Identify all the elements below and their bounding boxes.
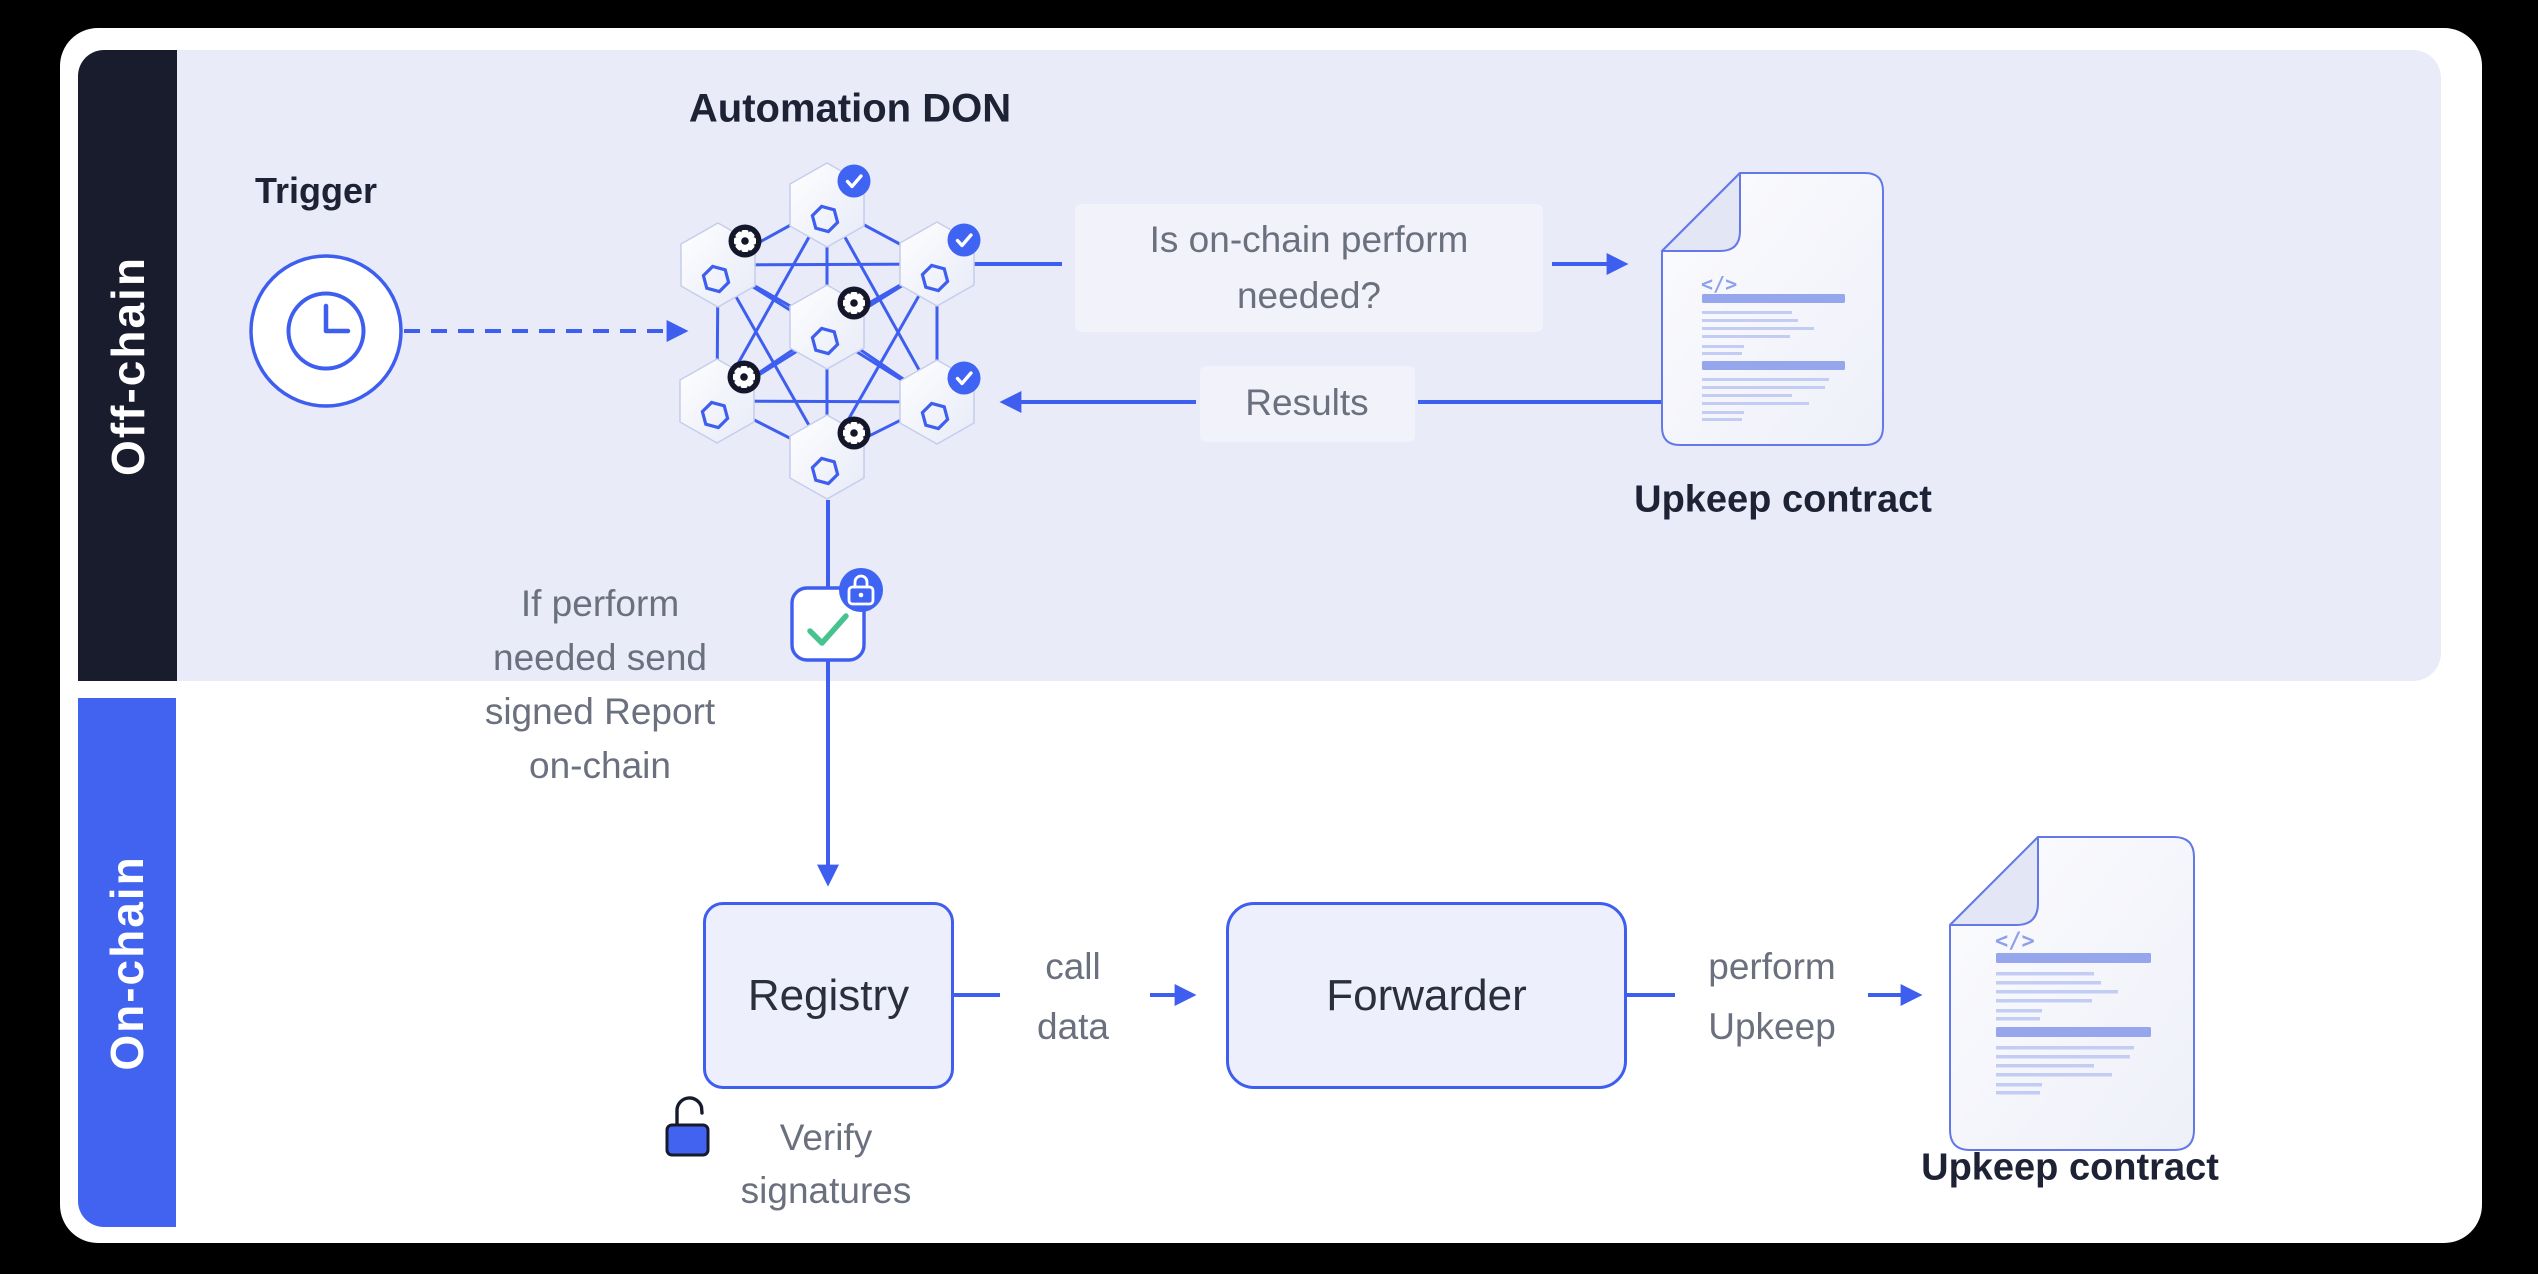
question-line-2: needed? xyxy=(1236,275,1382,316)
upkeep-contract-label-bottom: Upkeep contract xyxy=(1921,1146,2219,1189)
question-text-panel xyxy=(1075,204,1543,332)
registry-box: Registry xyxy=(703,902,954,1089)
registry-label: Registry xyxy=(747,970,910,1020)
offchain-region xyxy=(177,50,2441,681)
onchain-sidebar-label: On-chain xyxy=(101,854,153,1071)
don-title: Automation DON xyxy=(688,86,1012,131)
onchain-sidebar: On-chain xyxy=(78,698,176,1227)
results-text: Results xyxy=(1245,382,1369,423)
report-line-2: needed send xyxy=(493,637,707,678)
question-text: Is on-chain perform needed? xyxy=(1150,212,1469,324)
question-line-1: Is on-chain perform xyxy=(1149,219,1469,260)
offchain-sidebar: Off-chain xyxy=(78,50,177,681)
trigger-label: Trigger xyxy=(254,170,378,211)
report-line-4: on-chain xyxy=(529,745,671,786)
report-line-3: signed Report xyxy=(484,691,716,732)
forwarder-label: Forwarder xyxy=(1326,970,1527,1020)
signed-report-text: If perform needed send signed Report on-… xyxy=(485,577,715,793)
verify-signatures-text: Verify signatures xyxy=(740,1117,912,1211)
call-data-text: call data xyxy=(1036,946,1110,1047)
offchain-sidebar-label: Off-chain xyxy=(101,255,154,476)
results-text-panel xyxy=(1200,366,1415,442)
perform-upkeep-text: perform Upkeep xyxy=(1708,946,1836,1047)
report-line-1: If perform xyxy=(520,583,680,624)
forwarder-box: Forwarder xyxy=(1226,902,1627,1089)
upkeep-contract-label-top: Upkeep contract xyxy=(1634,478,1932,521)
